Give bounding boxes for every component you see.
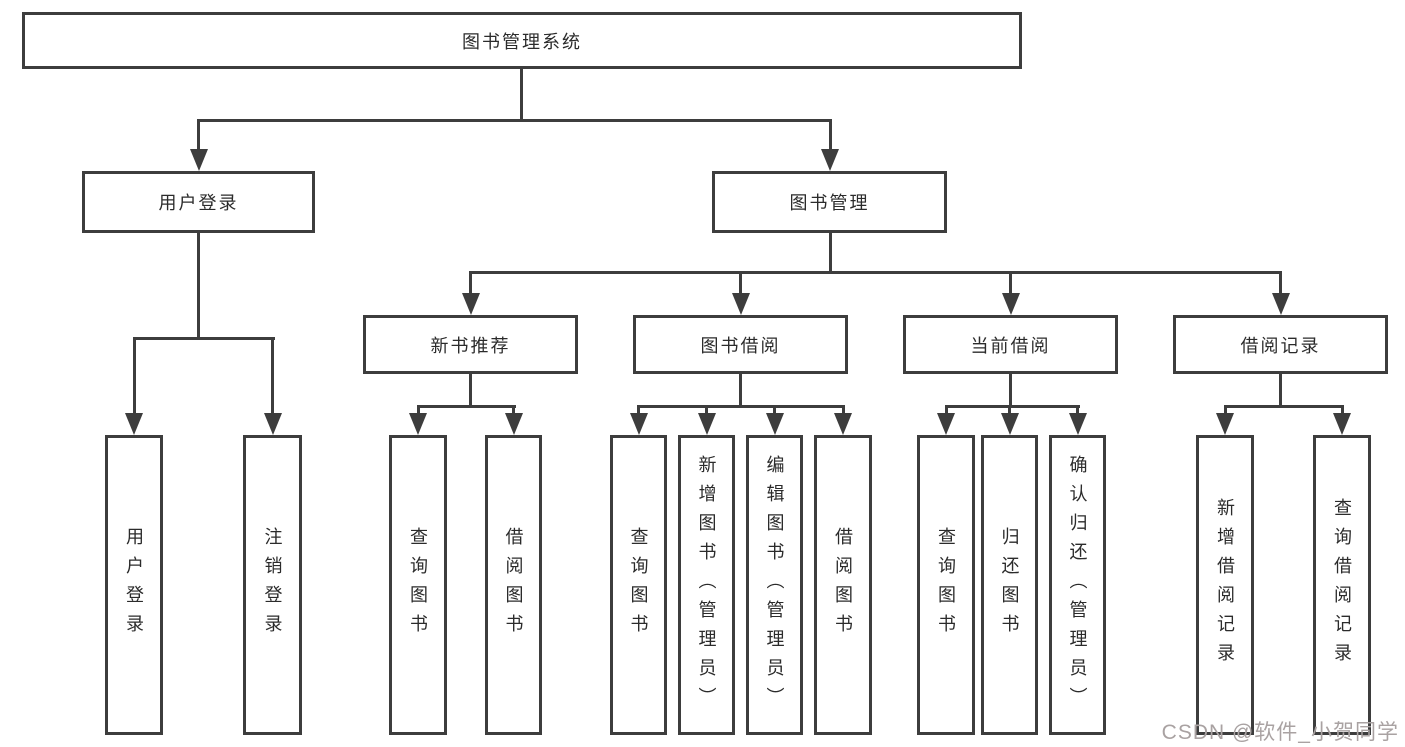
connector-arrow <box>189 149 208 171</box>
connector-arrow <box>765 413 784 435</box>
connector-line <box>469 374 472 408</box>
connector-line <box>1223 405 1227 417</box>
connector-arrow <box>461 293 480 315</box>
connector-line <box>1076 405 1079 417</box>
leaf-logout: 注销登录 <box>243 435 302 735</box>
connector-arrow <box>820 149 839 171</box>
connector-line <box>469 271 1282 274</box>
node-current-borrowing: 当前借阅 <box>903 315 1118 374</box>
node-label: 查询图书 <box>408 527 428 643</box>
connector-line <box>132 337 275 340</box>
connector-line <box>1009 271 1012 295</box>
leaf-add-books-admin: 新增图书（管理员） <box>678 435 735 735</box>
connector-line <box>271 337 274 416</box>
connector-line <box>773 405 776 417</box>
connector-line <box>416 405 516 408</box>
node-book-management: 图书管理 <box>712 171 947 233</box>
node-label: 编辑图书（管理员） <box>764 454 785 716</box>
connector-line <box>512 405 515 417</box>
connector-line <box>519 69 523 122</box>
connector-line <box>1009 374 1012 408</box>
connector-line <box>944 405 948 417</box>
connector-arrow <box>1000 413 1019 435</box>
node-label: 查询图书 <box>628 527 649 643</box>
connector-arrow <box>937 413 955 435</box>
connector-line <box>1279 271 1282 295</box>
node-user-login: 用户登录 <box>82 171 315 233</box>
leaf-user-login: 用户登录 <box>105 435 163 735</box>
connector-line <box>828 233 832 274</box>
connector-line <box>1008 405 1011 417</box>
node-label: 归还图书 <box>999 527 1020 643</box>
connector-line <box>196 119 832 122</box>
connector-line <box>705 405 708 417</box>
node-label: 新增借阅记录 <box>1215 498 1235 672</box>
node-label: 借阅图书 <box>833 527 853 643</box>
node-label: 查询借阅记录 <box>1332 498 1352 672</box>
node-label: 借阅记录 <box>1240 335 1321 356</box>
leaf-edit-books-admin: 编辑图书（管理员） <box>746 435 803 735</box>
node-label: 图书管理 <box>789 193 870 213</box>
connector-arrow <box>834 413 852 435</box>
connector-line <box>637 405 845 408</box>
connector-arrow <box>504 413 523 435</box>
node-root-library-management-system: 图书管理系统 <box>22 12 1022 69</box>
connector-line <box>637 405 640 417</box>
connector-line <box>196 119 200 151</box>
connector-arrow <box>1271 293 1290 315</box>
node-label: 查询图书 <box>936 527 956 643</box>
connector-line <box>1279 374 1282 408</box>
node-label: 图书管理系统 <box>462 31 582 52</box>
node-label: 新书推荐 <box>430 335 511 356</box>
connector-arrow <box>629 413 648 435</box>
connector-arrow <box>731 293 750 315</box>
leaf-borrow-books-recommend: 借阅图书 <box>485 435 542 735</box>
leaf-borrow-books: 借阅图书 <box>814 435 872 735</box>
connector-arrow <box>263 413 282 435</box>
connector-arrow <box>1333 413 1351 435</box>
connector-arrow <box>1001 293 1020 315</box>
csdn-watermark: CSDN @软件_小贺同学 <box>1161 721 1399 744</box>
connector-line <box>841 405 845 417</box>
connector-line <box>132 337 136 416</box>
node-label: 用户登录 <box>124 527 144 643</box>
connector-line <box>828 119 832 151</box>
connector-arrow <box>409 413 427 435</box>
connector-line <box>739 374 742 408</box>
node-label: 确认归还（管理员） <box>1067 454 1088 716</box>
node-label: 注销登录 <box>262 527 283 643</box>
connector-line <box>416 405 420 417</box>
node-borrowing-records: 借阅记录 <box>1173 315 1388 374</box>
node-new-book-recommend: 新书推荐 <box>363 315 578 374</box>
leaf-query-books-recommend: 查询图书 <box>389 435 447 735</box>
node-book-borrowing: 图书借阅 <box>633 315 848 374</box>
leaf-query-borrow-record: 查询借阅记录 <box>1313 435 1371 735</box>
connector-line <box>1340 405 1344 417</box>
connector-arrow <box>697 413 716 435</box>
leaf-query-books-borrowing: 查询图书 <box>610 435 667 735</box>
leaf-return-books: 归还图书 <box>981 435 1038 735</box>
leaf-query-books-current: 查询图书 <box>917 435 975 735</box>
connector-arrow <box>125 413 143 435</box>
node-label: 图书借阅 <box>700 335 781 356</box>
node-label: 借阅图书 <box>503 527 524 643</box>
connector-line <box>944 405 1080 408</box>
node-label: 用户登录 <box>158 193 239 213</box>
connector-line <box>739 271 742 295</box>
connector-arrow <box>1068 413 1087 435</box>
connector-arrow <box>1216 413 1234 435</box>
node-label: 新增图书（管理员） <box>696 454 717 716</box>
connector-line <box>1223 405 1344 408</box>
connector-line <box>469 271 472 295</box>
node-label: 当前借阅 <box>970 335 1051 356</box>
leaf-add-borrow-record: 新增借阅记录 <box>1196 435 1254 735</box>
connector-line <box>196 233 200 337</box>
leaf-confirm-return-admin: 确认归还（管理员） <box>1049 435 1106 735</box>
